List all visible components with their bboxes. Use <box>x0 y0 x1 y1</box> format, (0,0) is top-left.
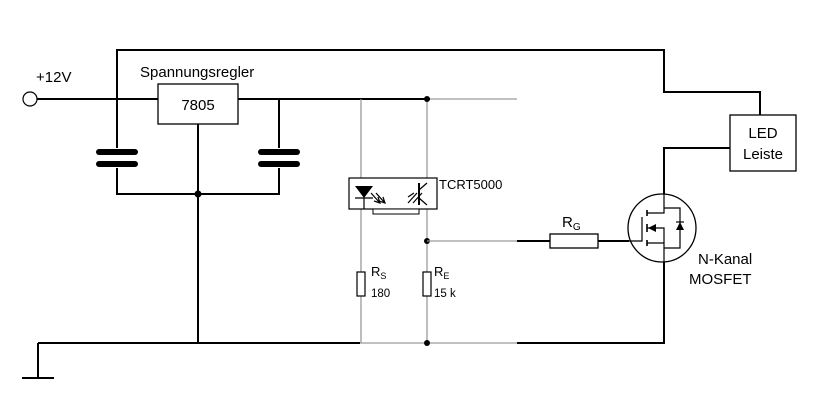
supply-terminal <box>22 91 38 107</box>
mosfet-label-line1: N-Kanal <box>698 251 752 268</box>
led-label-line2: Leiste <box>743 146 783 163</box>
re-label: RE <box>434 264 449 281</box>
junction-dot <box>194 190 202 198</box>
top-supply-wire <box>116 49 761 115</box>
ground-rail-right <box>517 262 665 344</box>
resistor-rs <box>356 271 366 297</box>
junction-dot <box>424 340 430 346</box>
supply-label: +12V <box>36 69 71 86</box>
tcrt5000-sensor <box>348 177 438 215</box>
regulator-caption: Spannungsregler <box>140 64 254 81</box>
sensor-label: TCRT5000 <box>439 177 502 192</box>
junction-dot <box>424 96 430 102</box>
rs-label: RS <box>371 264 386 281</box>
ground-icon <box>22 343 54 379</box>
rs-value: 180 <box>371 288 390 300</box>
rg-label: RG <box>562 214 581 233</box>
output-capacitor <box>258 99 300 167</box>
resistor-rg <box>549 233 599 249</box>
regulator-label: 7805 <box>181 97 214 114</box>
mosfet-label-line2: MOSFET <box>689 271 752 288</box>
resistor-re <box>422 271 432 297</box>
re-value: 15 k <box>434 288 456 300</box>
n-channel-mosfet <box>627 147 730 263</box>
led-strip <box>729 114 797 172</box>
led-label-line1: LED <box>748 125 777 142</box>
